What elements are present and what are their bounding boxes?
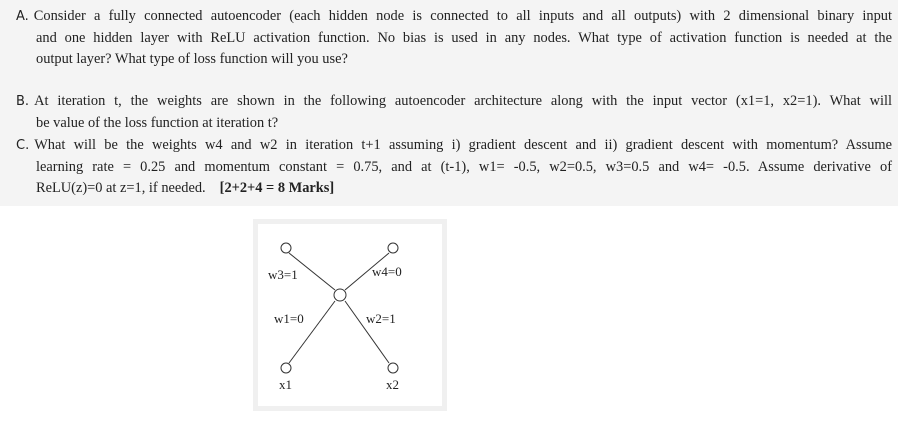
input-node-x1 [280, 362, 292, 374]
question-c-line-3: ReLU(z)=0 at z=1, if needed. [2+2+4 = 8 M… [16, 178, 892, 200]
weight-label-w4: w4=0 [372, 264, 402, 279]
input-label-x1: x1 [279, 377, 292, 392]
question-b-line-1: B. At iteration t, the weights are shown … [16, 91, 892, 113]
output-node-1 [280, 242, 292, 254]
question-a: A. Consider a fully connected autoencoder… [16, 6, 892, 71]
question-a-line-1: A. Consider a fully connected autoencoder… [16, 6, 892, 28]
weight-label-w2: w2=1 [366, 311, 396, 326]
hidden-node [333, 288, 347, 302]
question-b: B. At iteration t, the weights are shown … [16, 91, 892, 134]
question-a-line-2: and one hidden layer with ReLU activatio… [36, 29, 892, 46]
question-b-text-1: At iteration t, the weights are shown in… [34, 93, 892, 109]
question-c-line-1: C. What will be the weights w4 and w2 in … [16, 135, 892, 157]
question-c-line-2: learning rate = 0.25 and momentum consta… [36, 158, 892, 175]
edge-w3 [288, 252, 336, 291]
question-b-line-2: be value of the loss function at iterati… [36, 114, 279, 131]
edge-w1 [288, 300, 336, 364]
autoencoder-diagram: w3=1 w4=0 w1=0 w2=1 x1 x2 [258, 224, 442, 406]
question-c-text-1: What will be the weights w4 and w2 in it… [34, 137, 892, 153]
question-a-label: A. [16, 9, 29, 24]
question-a-text-1: Consider a fully connected autoencoder (… [33, 8, 892, 24]
question-a-line-3: output layer? What type of loss function… [36, 51, 348, 67]
output-node-2 [387, 242, 399, 254]
weight-label-w3: w3=1 [268, 267, 298, 282]
input-node-x2 [387, 362, 399, 374]
question-block: A. Consider a fully connected autoencoder… [0, 0, 898, 206]
question-c: C. What will be the weights w4 and w2 in … [16, 135, 892, 200]
question-b-label: B. [16, 94, 30, 109]
question-c-label: C. [16, 138, 30, 153]
autoencoder-diagram-panel: w3=1 w4=0 w1=0 w2=1 x1 x2 [253, 219, 447, 411]
autoencoder-network-svg: w3=1 w4=0 w1=0 w2=1 x1 x2 [268, 242, 402, 392]
edge-w2 [344, 300, 390, 364]
weight-label-w1: w1=0 [274, 311, 304, 326]
question-c-text-3: ReLU(z)=0 at z=1, if needed. [36, 180, 206, 196]
marks-label: [2+2+4 = 8 Marks] [219, 180, 335, 196]
input-label-x2: x2 [386, 377, 399, 392]
edge-w4 [344, 252, 390, 291]
